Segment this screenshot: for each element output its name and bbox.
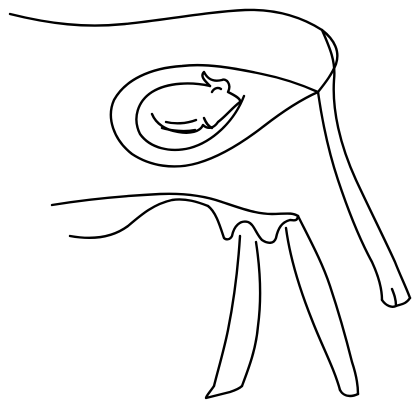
lower-belly-line [70,199,208,237]
rear-hoof [382,289,410,307]
fetal-calf-ear [212,88,221,92]
fetal-calf-legs [162,118,212,131]
rear-leg-back-edge [322,30,410,298]
hind-hoof-right [340,390,358,396]
hind-hoof-left [206,386,242,398]
hind-leg-front-edge [214,236,240,386]
cow-outline [10,10,410,398]
rear-leg-front-edge [318,92,382,300]
hind-leg-inner-edge [286,228,340,390]
hind-leg-hock [242,242,260,386]
belly-line [52,194,298,216]
